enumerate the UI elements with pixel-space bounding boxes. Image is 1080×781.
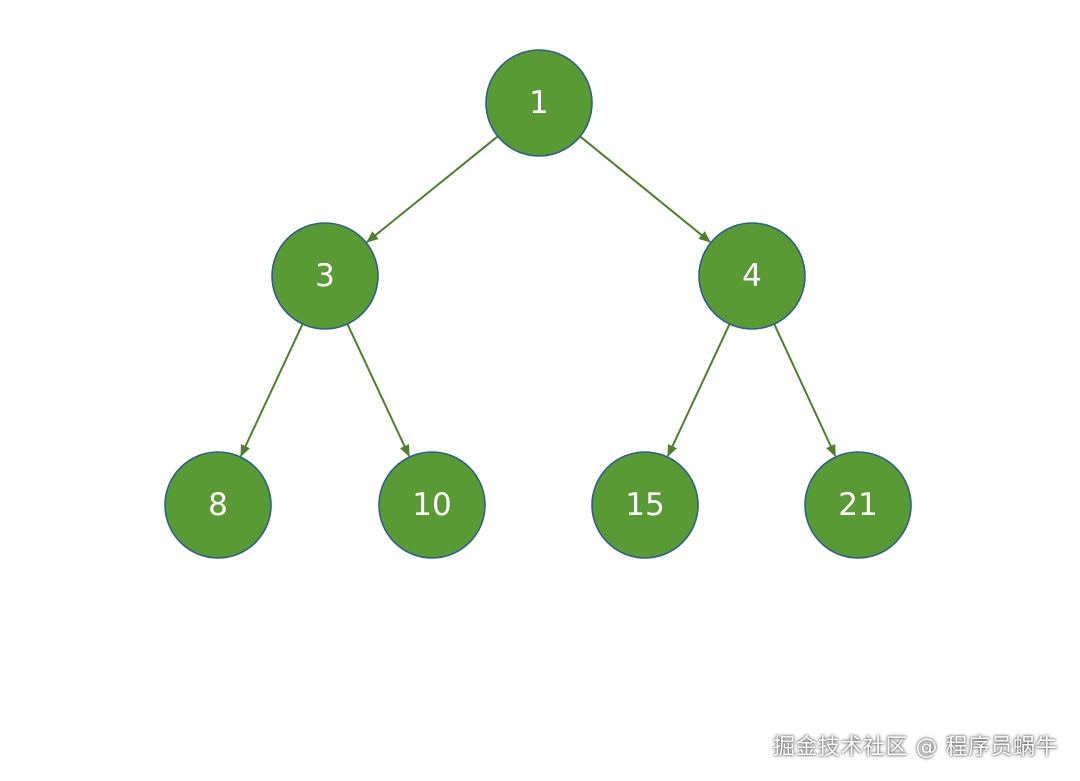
watermark-text: 掘金技术社区 @ 程序员蜗牛 bbox=[773, 735, 1058, 760]
tree-node-10-circle bbox=[378, 451, 486, 559]
tree-node-10: 10 bbox=[378, 451, 486, 559]
tree-node-21: 21 bbox=[804, 451, 912, 559]
tree-node-1-circle bbox=[485, 49, 593, 157]
tree-node-15: 15 bbox=[591, 451, 699, 559]
tree-node-8: 8 bbox=[164, 451, 272, 559]
edge-3-to-10 bbox=[346, 323, 411, 457]
tree-node-4-circle bbox=[698, 222, 806, 330]
edge-4-to-21 bbox=[773, 323, 837, 457]
tree-node-1-label: 1 bbox=[529, 85, 549, 121]
tree-node-3-circle bbox=[271, 222, 379, 330]
tree-node-15-circle bbox=[591, 451, 699, 559]
tree-node-8-circle bbox=[164, 451, 272, 559]
tree-node-21-label: 21 bbox=[838, 487, 877, 523]
edge-1-to-4 bbox=[579, 135, 711, 243]
tree-node-21-circle bbox=[804, 451, 912, 559]
tree-node-3-label: 3 bbox=[315, 258, 335, 294]
tree-node-1: 1 bbox=[485, 49, 593, 157]
tree-node-15-label: 15 bbox=[625, 487, 664, 523]
tree-node-4: 4 bbox=[698, 222, 806, 330]
tree-node-10-label: 10 bbox=[412, 487, 451, 523]
edges-layer bbox=[239, 135, 837, 457]
edge-1-to-3 bbox=[366, 135, 499, 243]
edge-3-to-8 bbox=[239, 323, 304, 457]
tree-node-3: 3 bbox=[271, 222, 379, 330]
edge-4-to-15 bbox=[666, 323, 731, 457]
tree-node-4-label: 4 bbox=[742, 258, 762, 294]
tree-node-8-label: 8 bbox=[208, 487, 228, 523]
nodes-layer: 1 3 4 8 10 15 21 bbox=[164, 49, 912, 559]
